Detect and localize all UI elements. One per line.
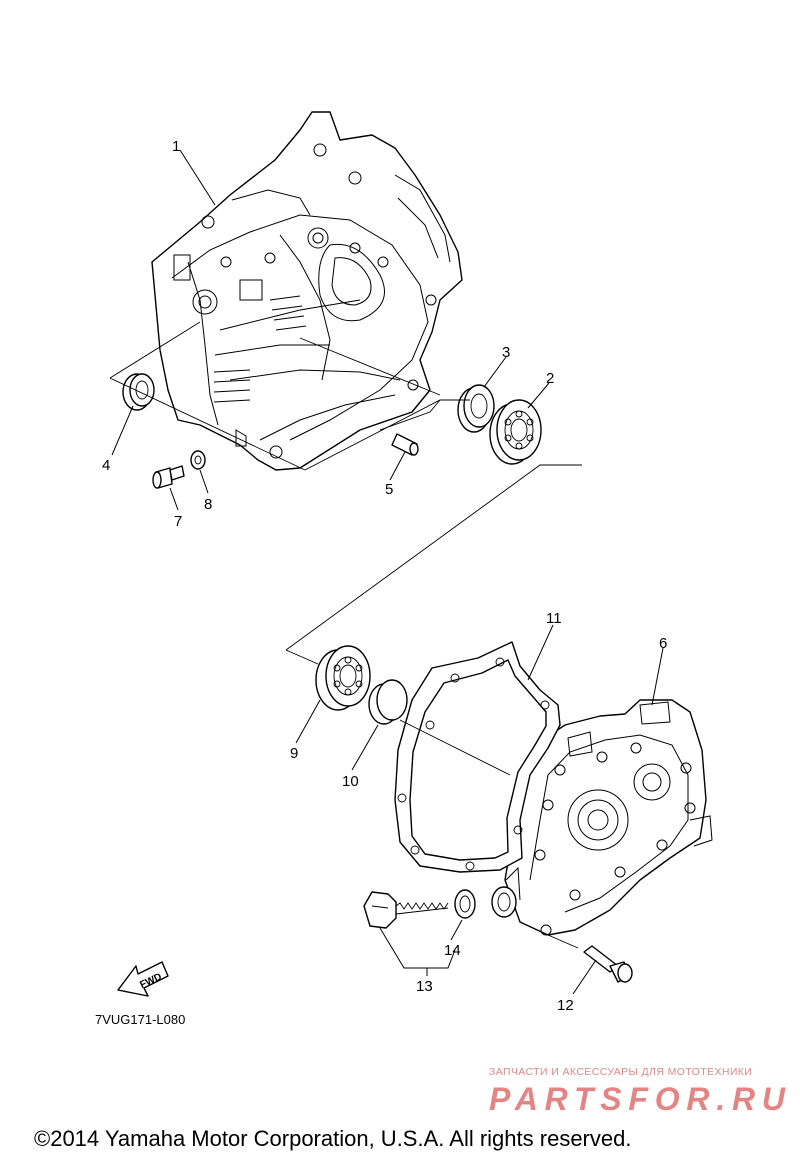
callout-4: 4: [102, 457, 110, 474]
callout-1: 1: [172, 138, 180, 155]
leader-lines: [109, 149, 664, 995]
callout-5: 5: [385, 481, 393, 498]
callout-11: 11: [546, 610, 562, 627]
flange-bolt-part-12: [583, 945, 633, 983]
copyright-notice: ©2014 Yamaha Motor Corporation, U.S.A. A…: [34, 1126, 632, 1151]
oil-seal-part-3: [457, 384, 495, 433]
callout-2: 2: [546, 370, 554, 387]
bolt-part-7: [152, 465, 185, 489]
crankcase-cover-part-6: [504, 699, 713, 936]
callout-9: 9: [290, 745, 298, 762]
watermark-brand-logo: PARTSFOR.RU: [489, 1081, 786, 1117]
filler-neck: [491, 886, 517, 918]
callout-labels: 1 2 3 4 5 6 7 8 9 10 11 12 13 14: [102, 138, 667, 1014]
callout-3: 3: [502, 344, 510, 361]
fwd-arrow-icon: FWD: [117, 961, 169, 997]
callout-12: 12: [557, 997, 574, 1014]
dowel-pin-part-5: [391, 433, 419, 456]
gasket-part-11: [394, 641, 561, 873]
callout-14: 14: [444, 942, 461, 959]
watermark-tagline: ЗАПЧАСТИ И АКСЕССУАРЫ ДЛЯ МОТОТЕХНИКИ: [489, 1066, 753, 1078]
o-ring-part-14: [454, 889, 476, 919]
callout-8: 8: [204, 496, 212, 513]
figure-code: 7VUG171-L080: [95, 1012, 185, 1027]
bearing-part-9: [315, 645, 371, 711]
plug-part-10: [368, 679, 408, 725]
watermark: ЗАПЧАСТИ И АКСЕССУАРЫ ДЛЯ МОТОТЕХНИКИ PA…: [489, 1066, 789, 1121]
watermark-brand-text: PARTSFOR.RU: [489, 1081, 786, 1116]
crankcase-part-1: [151, 111, 463, 471]
callout-6: 6: [659, 635, 667, 652]
oil-seal-part-4: [122, 373, 155, 411]
bearing-part-2: [489, 399, 542, 465]
oil-filler-cap-part-13: [363, 891, 449, 929]
washer-part-8: [190, 450, 206, 470]
callout-7: 7: [174, 513, 182, 530]
callout-10: 10: [342, 773, 359, 790]
callout-13: 13: [416, 978, 433, 995]
